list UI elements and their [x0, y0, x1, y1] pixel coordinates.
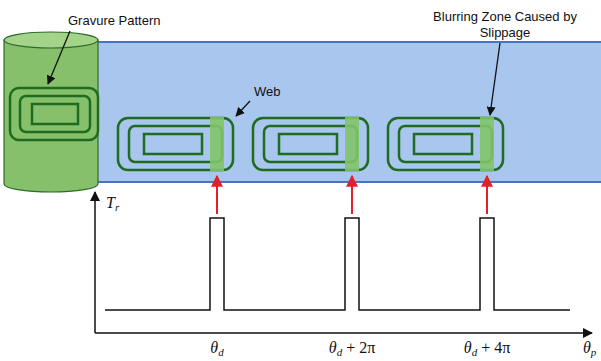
- gravure-print: [253, 117, 368, 171]
- part-label: Gravure Pattern: [68, 13, 161, 29]
- blurring-zone: [210, 117, 224, 171]
- gravure-print: [118, 117, 233, 171]
- blurring-zone: [345, 117, 359, 171]
- gravure-print: [388, 117, 503, 171]
- tick-label: θd + 4π: [464, 338, 510, 359]
- tick-label: θd: [210, 338, 223, 359]
- tick-label: θd + 2π: [329, 338, 375, 359]
- y-axis: [94, 192, 96, 333]
- torque-waveform: [105, 218, 570, 310]
- blurring-zone: [480, 117, 494, 171]
- x-axis: [95, 332, 592, 334]
- red-arrow: [216, 176, 218, 214]
- leader-line: [236, 101, 250, 116]
- red-arrow: [486, 176, 488, 214]
- gravure-cylinder: [4, 32, 98, 192]
- web-edge: [98, 181, 601, 183]
- web-band: [98, 42, 601, 182]
- axis-label: Tr: [106, 193, 119, 214]
- axis-label: θp: [583, 338, 596, 359]
- web-edge: [98, 41, 601, 43]
- leader-line: [490, 43, 500, 115]
- part-label: Web: [254, 84, 281, 100]
- callout-label: Blurring Zone Caused by Slippage: [430, 9, 580, 40]
- red-arrow: [351, 176, 353, 214]
- leader-line: [48, 31, 70, 84]
